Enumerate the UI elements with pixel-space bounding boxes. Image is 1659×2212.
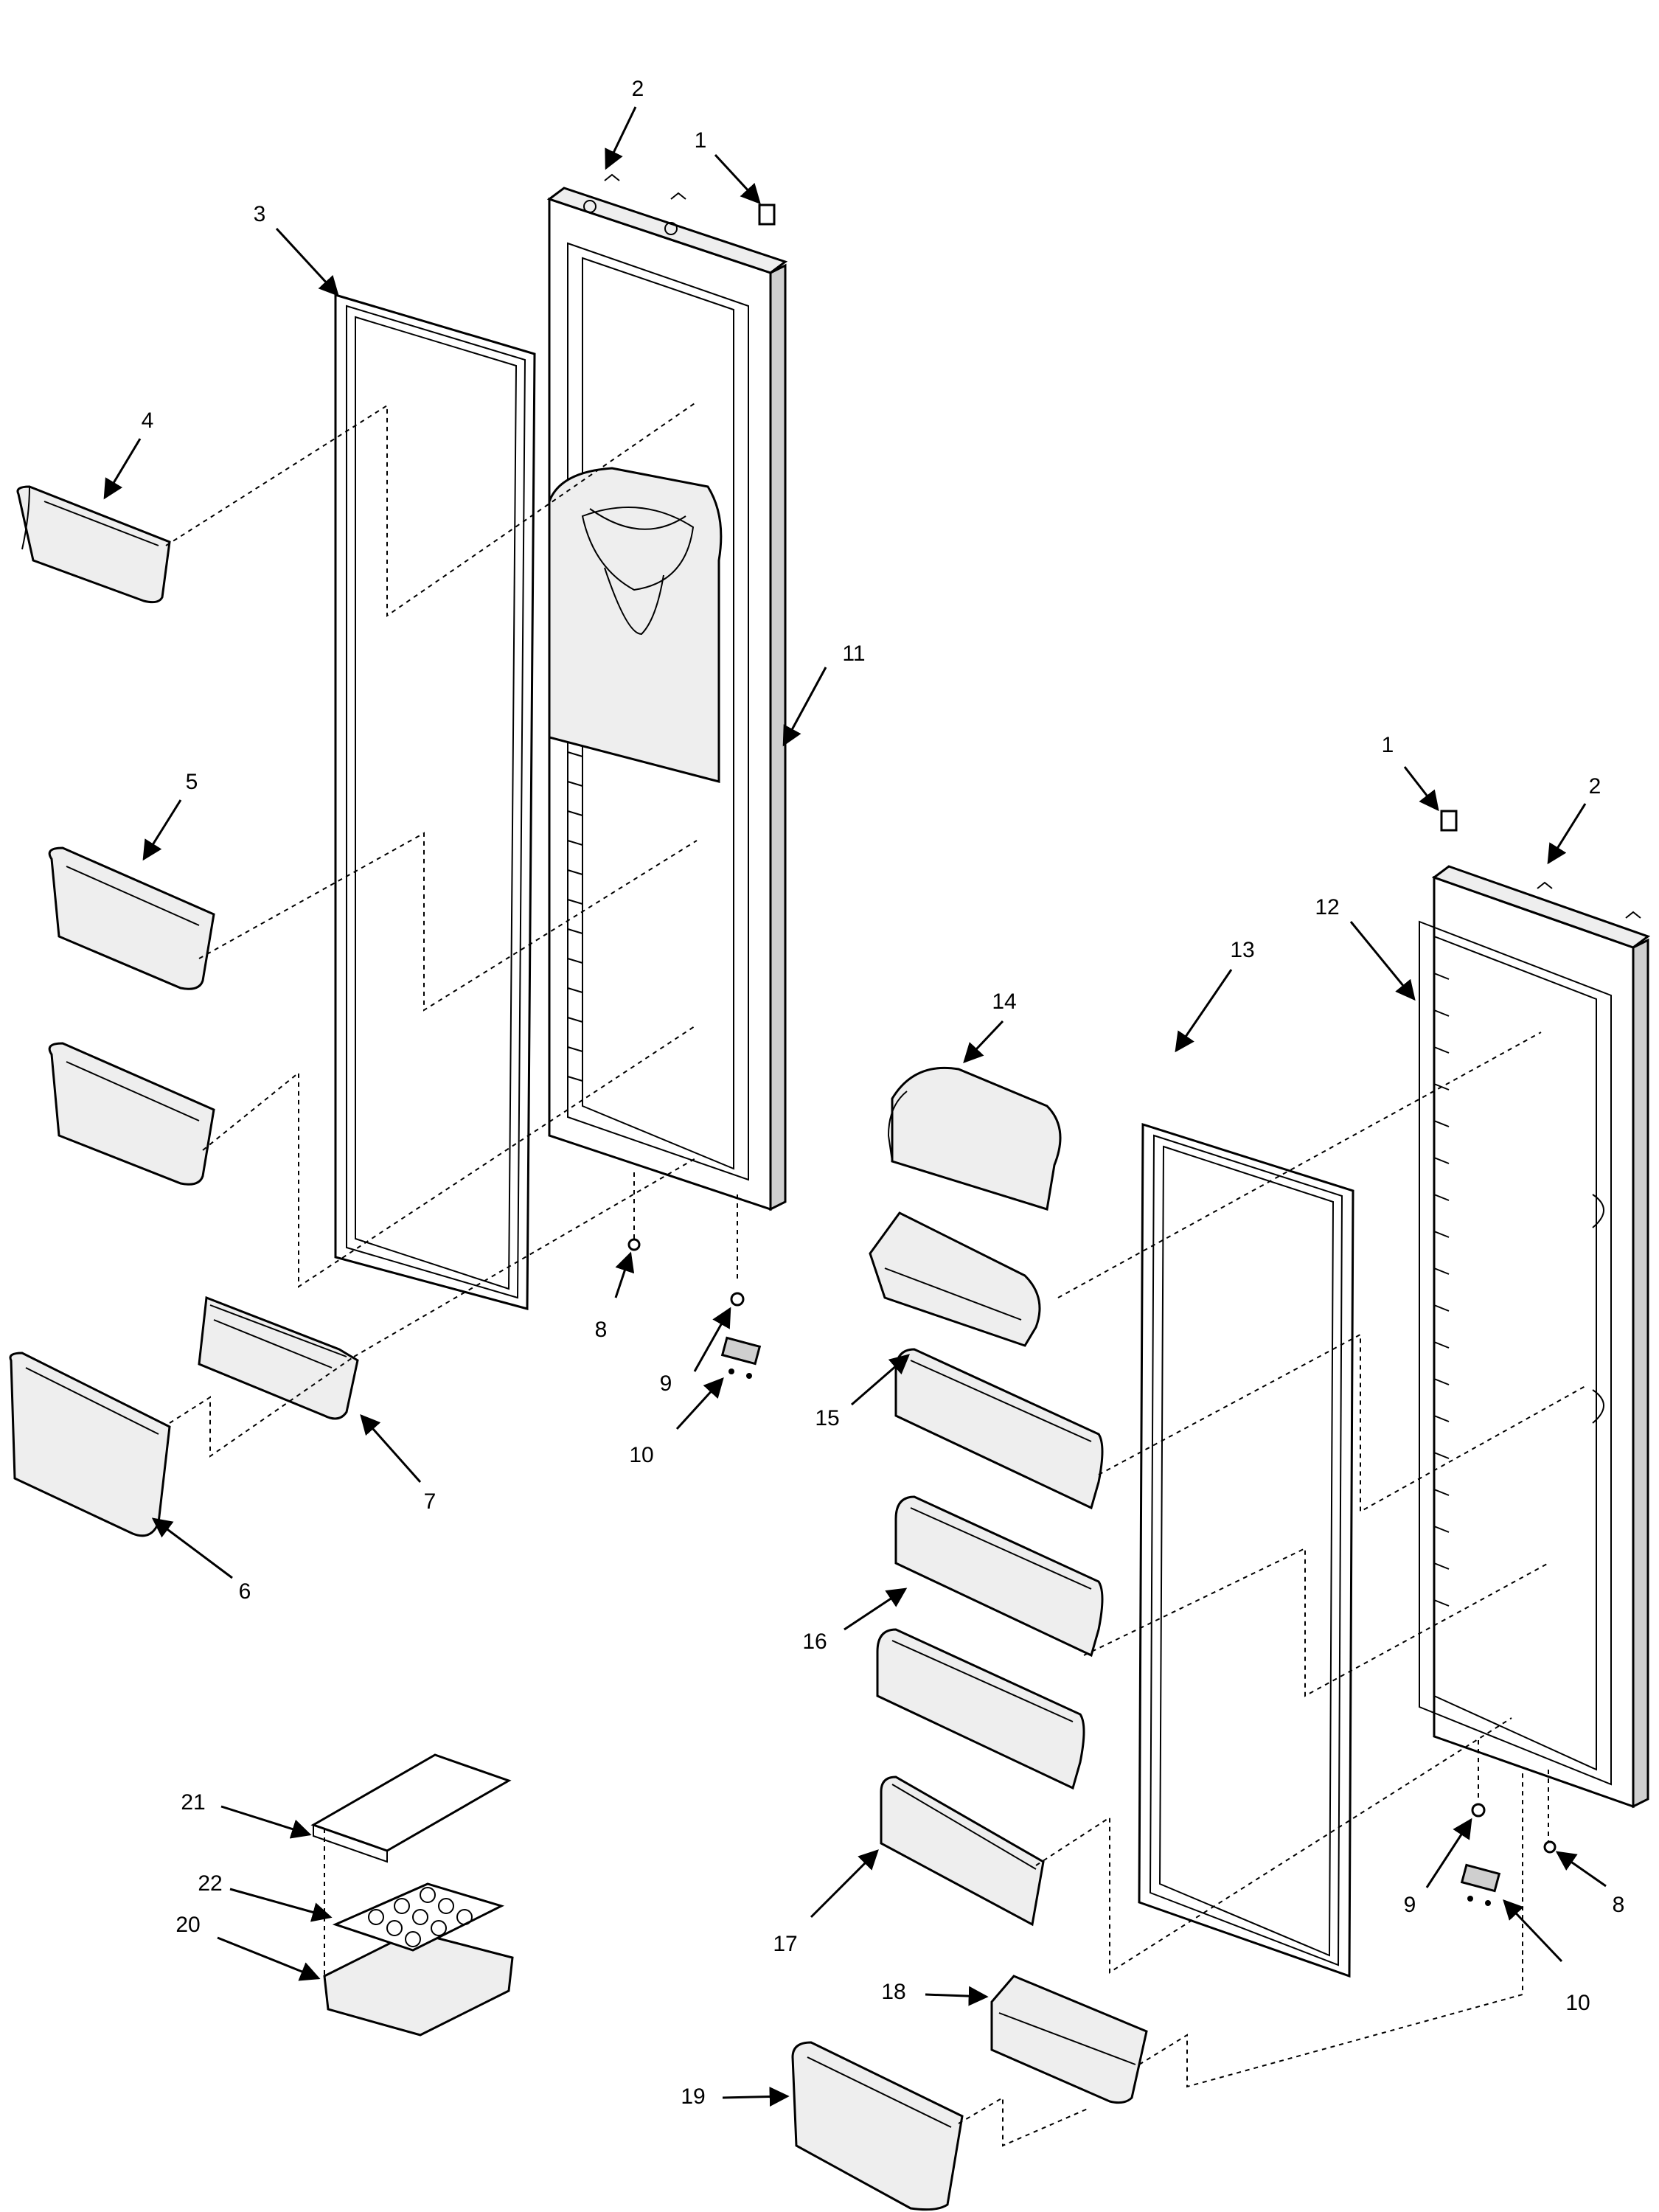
freezer-hinge-parts	[627, 1238, 762, 1379]
bin-4	[16, 485, 171, 604]
callout-number: 10	[629, 1443, 653, 1467]
callout-2-top-left: 2	[605, 77, 644, 170]
bin-16b	[894, 1495, 1104, 1658]
callout-10-right: 10	[1503, 1899, 1590, 2015]
callout-number: 8	[1613, 1893, 1625, 1917]
callout-2-top-right: 2	[1547, 774, 1601, 865]
callout-number: 17	[773, 1932, 797, 1956]
callout-number: 10	[1565, 1991, 1590, 2015]
callout-number: 2	[1589, 774, 1601, 799]
fresh-food-alignment-lines	[324, 1032, 1586, 2147]
bin-17	[880, 1775, 1045, 1927]
callout-number: 15	[815, 1406, 839, 1430]
bin-19	[791, 2041, 964, 2211]
callout-18: 18	[881, 1980, 989, 2006]
callout-21: 21	[181, 1790, 312, 1839]
callout-number: 8	[595, 1318, 608, 1342]
callout-12: 12	[1315, 895, 1416, 1001]
bin-5	[48, 846, 215, 990]
callout-number: 16	[802, 1630, 827, 1654]
callout-1-top-left: 1	[695, 128, 761, 204]
shelf-18	[990, 1975, 1148, 2104]
callout-number: 11	[842, 641, 865, 666]
callout-number: 19	[681, 2084, 705, 2109]
callout-number: 4	[142, 408, 154, 433]
callout-number: 6	[239, 1579, 251, 1604]
callout-8-left: 8	[595, 1251, 635, 1342]
callout-number: 14	[992, 990, 1016, 1014]
callout-14: 14	[963, 990, 1017, 1063]
callout-number: 1	[1382, 733, 1394, 757]
callout-number: 20	[175, 1913, 200, 1937]
fresh-food-hinge-parts	[1460, 1803, 1557, 1906]
callout-20: 20	[175, 1913, 321, 1981]
callout-13: 13	[1175, 938, 1255, 1053]
callout-19: 19	[681, 2084, 790, 2109]
callout-11: 11	[782, 641, 866, 747]
callout-5: 5	[142, 770, 198, 861]
dairy-tray-15	[869, 1211, 1041, 1347]
ice-tray-22	[332, 1882, 505, 1952]
callout-3: 3	[254, 202, 339, 296]
callout-6: 6	[151, 1517, 251, 1604]
callout-number: 7	[424, 1489, 437, 1514]
freezer-alignment-lines	[165, 401, 738, 1458]
callout-4: 4	[103, 408, 154, 500]
bin-16c	[876, 1628, 1085, 1790]
callout-22: 22	[198, 1871, 333, 1922]
callout-1-top-right: 1	[1382, 733, 1439, 812]
freezer-door-panel	[546, 173, 788, 1211]
callout-number: 21	[181, 1790, 205, 1815]
bin-16a	[894, 1348, 1104, 1510]
callout-number: 5	[186, 770, 198, 794]
callout-number: 2	[632, 77, 644, 101]
callout-7: 7	[360, 1413, 437, 1514]
bin-6	[9, 1352, 171, 1537]
callout-number: 3	[254, 202, 266, 226]
callout-number: 18	[881, 1980, 905, 2004]
shelf-7	[198, 1295, 359, 1420]
fresh-food-door-gasket	[1138, 1122, 1354, 1978]
callout-9-left: 9	[660, 1307, 731, 1396]
callout-16: 16	[802, 1587, 908, 1654]
callout-number: 9	[1404, 1893, 1416, 1917]
freezer-door-gasket	[334, 293, 536, 1310]
callout-number: 13	[1230, 938, 1254, 962]
ice-bin-cover-21	[310, 1753, 512, 1863]
callout-8-right: 8	[1555, 1851, 1625, 1917]
callout-10-left: 10	[629, 1377, 724, 1467]
callout-number: 9	[660, 1371, 672, 1396]
callout-17: 17	[773, 1849, 879, 1956]
callout-15: 15	[815, 1354, 911, 1430]
fresh-food-door-panel	[1419, 810, 1651, 1809]
callout-9-right: 9	[1404, 1818, 1472, 1917]
dairy-cover-14	[887, 1066, 1062, 1211]
callout-number: 12	[1315, 895, 1339, 919]
callout-number: 1	[695, 128, 707, 153]
bin-5b	[48, 1042, 215, 1186]
callout-number: 22	[198, 1871, 222, 1896]
